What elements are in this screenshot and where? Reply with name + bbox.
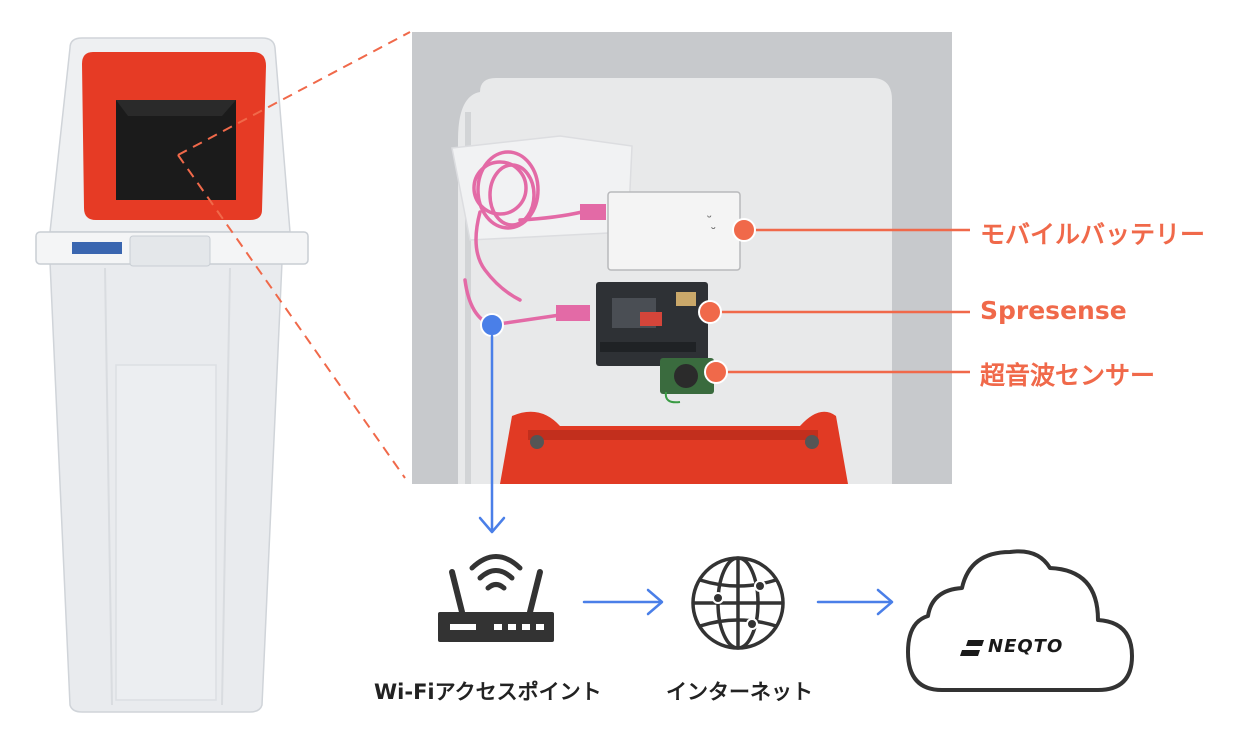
label-spresense: Spresense (980, 296, 1127, 325)
flow-arrows (478, 313, 894, 616)
callout-leaders (698, 218, 970, 384)
label-mobile-battery: モバイルバッテリー (980, 220, 1206, 249)
label-wifi-access-point: Wi-Fiアクセスポイント (374, 680, 602, 704)
trash-bin-image (35, 37, 309, 713)
wifi-origin-marker (480, 313, 504, 337)
cloud-icon (906, 549, 1134, 692)
globe-icon (691, 556, 785, 650)
svg-text:˘ ̮: ˘ ̮ (706, 215, 717, 230)
wifi-router-icon (438, 554, 554, 642)
device-photo: ˘ ̮ (412, 32, 952, 484)
neqto-logo-icon (960, 640, 984, 656)
battery-marker (732, 218, 756, 242)
cloud-brand-label: NEQTO (988, 636, 1064, 657)
sensor-marker (704, 360, 728, 384)
spresense-marker (698, 300, 722, 324)
label-ultrasonic-sensor: 超音波センサー (980, 361, 1156, 390)
zoom-lines (177, 31, 411, 479)
label-internet: インターネット (666, 680, 813, 704)
